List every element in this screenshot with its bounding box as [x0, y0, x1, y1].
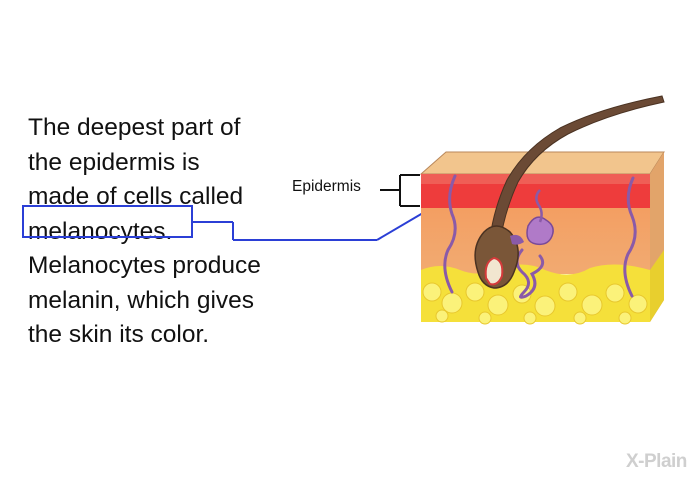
- blood-vessels: [443, 174, 637, 299]
- pointer-arrow: [193, 205, 436, 241]
- epidermis-label: Epidermis: [292, 178, 361, 195]
- x-plain-logo: X-Plain: [626, 451, 687, 472]
- body-text-line: the skin its color.: [28, 321, 210, 348]
- body-text: The deepest part of the epidermis is mad…: [28, 111, 328, 353]
- body-text-line: Melanocytes produce: [28, 252, 261, 279]
- hair-follicle: [474, 95, 665, 289]
- body-text-line: The deepest part of: [28, 114, 241, 141]
- highlight-box: [22, 205, 193, 238]
- highlighted-term: melanocytes.: [28, 217, 173, 245]
- epidermis-bracket: [380, 174, 420, 207]
- body-text-line: the epidermis is: [28, 148, 200, 176]
- body-text-line: melanin, which gives: [28, 286, 255, 314]
